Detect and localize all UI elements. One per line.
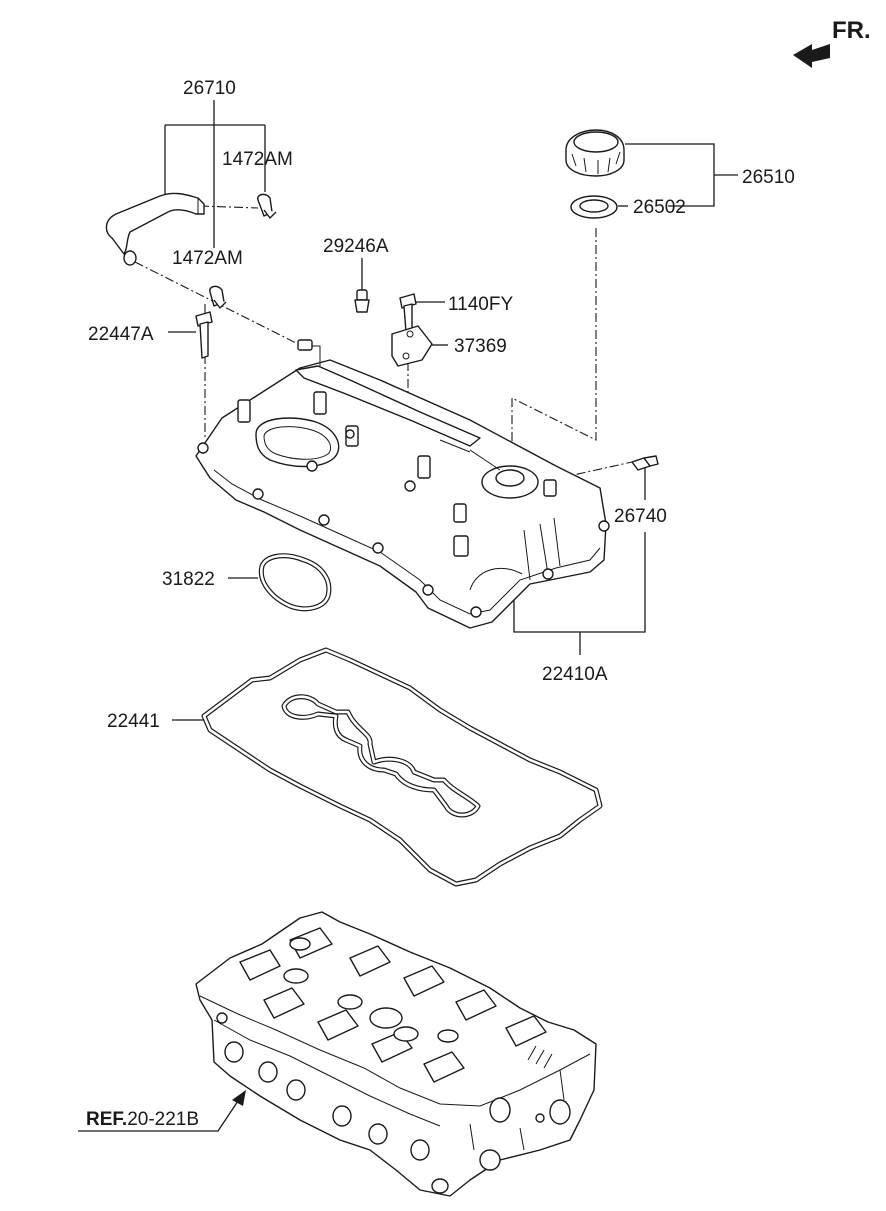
label-22441: 22441 <box>107 711 160 732</box>
ref-arrow-icon <box>232 1090 246 1106</box>
front-direction-indicator: FR. <box>793 17 871 68</box>
label-37369: 37369 <box>454 336 507 357</box>
cylinder-head-cover <box>195 339 610 629</box>
cap-gasket <box>570 195 618 219</box>
hose-clamp-lower <box>209 285 227 309</box>
cylinder-head <box>195 911 597 1197</box>
bolt-1140fy <box>399 293 417 333</box>
label-29246a: 29246A <box>323 236 389 257</box>
label-26740: 26740 <box>614 506 667 527</box>
pcv-valve <box>354 289 370 313</box>
bracket-37369 <box>391 325 433 367</box>
front-label: FR. <box>832 17 871 44</box>
hose-clamp-upper <box>257 193 277 219</box>
sensor-26740 <box>631 455 659 471</box>
label-1472am-top: 1472AM <box>222 149 293 170</box>
label-22410a: 22410A <box>542 664 608 685</box>
bolt-22447a <box>195 311 213 359</box>
reference-code: 20-221B <box>127 1109 199 1130</box>
label-26510: 26510 <box>742 167 795 188</box>
part-labels: 26710 1472AM 1472AM 29246A 1140FY 37369 … <box>88 78 795 732</box>
reference-label: REF.20-221B <box>86 1109 199 1130</box>
label-22447a: 22447A <box>88 324 154 345</box>
label-1472am-bottom: 1472AM <box>172 248 243 269</box>
breather-hose <box>105 192 205 266</box>
gasket-31822 <box>258 553 332 612</box>
label-26502: 26502 <box>633 197 686 218</box>
label-26710: 26710 <box>183 78 236 99</box>
label-1140fy: 1140FY <box>448 294 513 315</box>
front-arrow-icon <box>793 44 830 68</box>
cover-gasket <box>201 647 603 887</box>
leader-lines <box>78 100 738 1132</box>
reference-prefix: REF. <box>86 1109 127 1130</box>
oil-filler-cap <box>565 129 625 177</box>
label-31822: 31822 <box>162 569 215 590</box>
